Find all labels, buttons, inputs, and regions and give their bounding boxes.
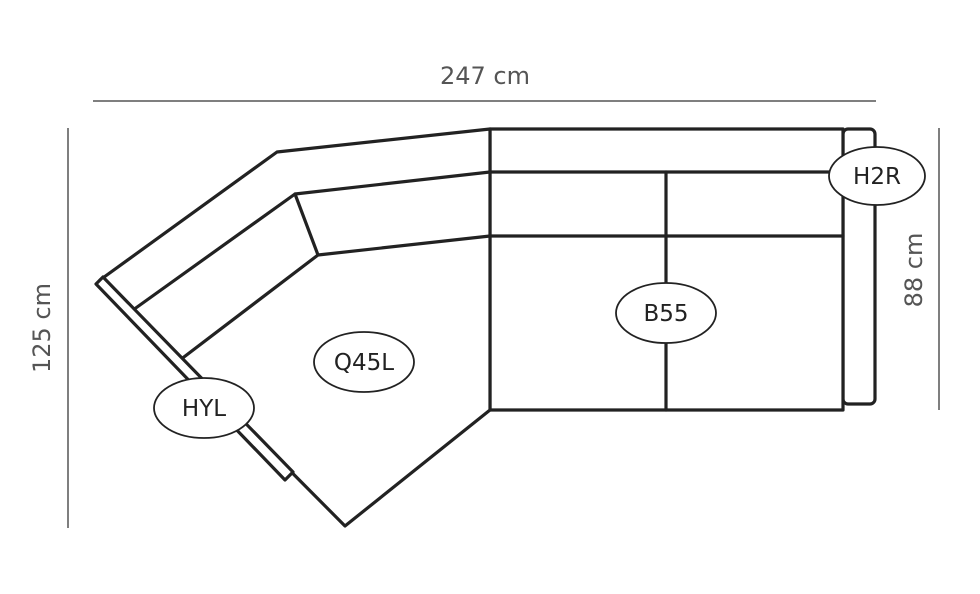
h2r-label: H2R [828,146,926,206]
q45l-label: Q45L [313,331,415,393]
hyl-label-text: HYL [182,396,226,422]
b55-label-text: B55 [643,301,688,327]
b55-label: B55 [615,282,717,344]
h2r-label-text: H2R [853,164,901,190]
hyl-label: HYL [153,377,255,439]
width-dimension-label: 247 cm [440,62,530,90]
q45l-label-text: Q45L [334,350,394,376]
q45l-corner-seam [293,192,320,257]
right-depth-dimension-label: 88 cm [900,233,928,308]
q45l-module [98,127,492,528]
left-depth-dimension-label: 125 cm [28,283,56,373]
